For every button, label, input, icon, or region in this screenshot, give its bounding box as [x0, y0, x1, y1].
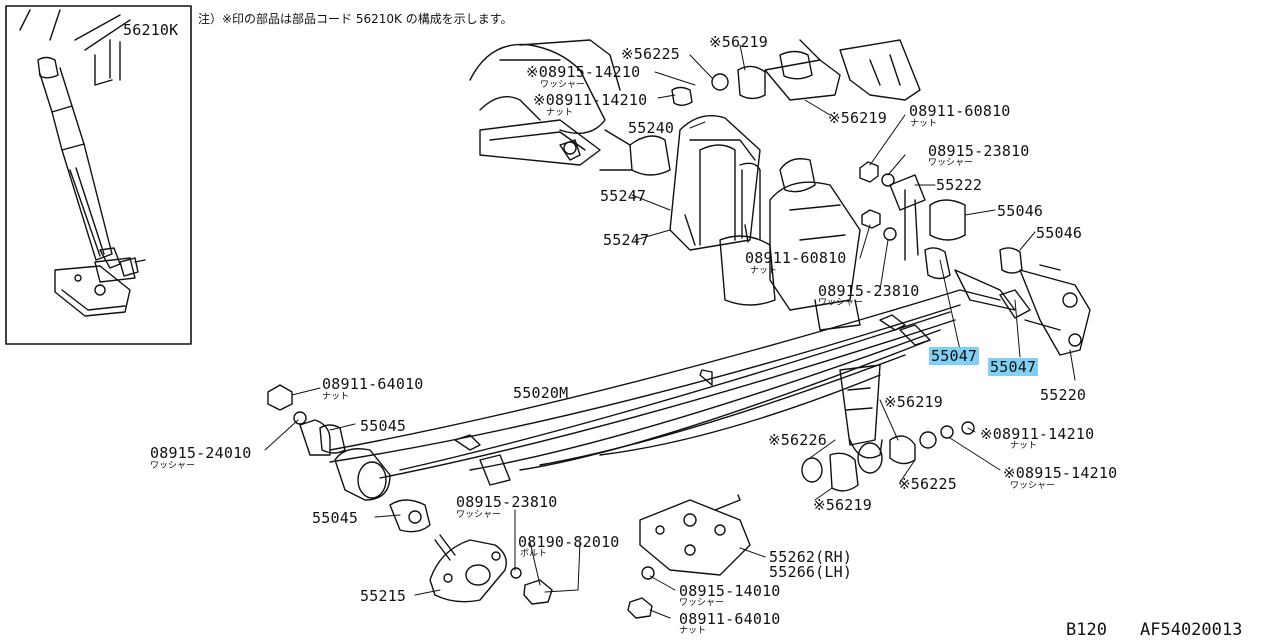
- part-label-55045-top[interactable]: 55045: [360, 417, 407, 435]
- part-label-08915-14210-top[interactable]: ※08915-14210: [526, 63, 641, 81]
- part-sub-08911-64010-left: ナット: [322, 392, 350, 402]
- part-label-55266[interactable]: 55266(LH): [769, 563, 853, 581]
- inset-part-number[interactable]: 56210K: [123, 21, 179, 39]
- part-sub-08915-23810-mid: ワッシャー: [818, 298, 864, 308]
- part-sub-08915-14010: ワッシャー: [679, 598, 725, 608]
- part-label-08915-14210-right[interactable]: ※08915-14210: [1003, 464, 1118, 482]
- part-sub-08915-24010: ワッシャー: [150, 461, 196, 471]
- part-sub-08915-14210-right: ワッシャー: [1010, 481, 1056, 491]
- part-sub-08915-14210-top: ワッシャー: [540, 80, 586, 90]
- part-label-56226[interactable]: ※56226: [768, 431, 827, 449]
- leader-lines: [265, 45, 1075, 618]
- part-label-08911-60810-mid[interactable]: 08911-60810: [745, 249, 847, 267]
- part-label-08911-14210-right[interactable]: ※08911-14210: [980, 425, 1095, 443]
- part-sub-08911-14210-right: ナット: [1010, 441, 1038, 451]
- part-sub-08915-23810-top: ワッシャー: [928, 158, 974, 168]
- part-label-55046-b[interactable]: 55046: [1036, 224, 1083, 242]
- part-label-55247-a[interactable]: 55247: [600, 187, 647, 205]
- part-label-55222[interactable]: 55222: [936, 176, 983, 194]
- part-label-55047-b[interactable]: 55047: [988, 358, 1039, 376]
- part-label-08915-24010[interactable]: 08915-24010: [150, 444, 252, 462]
- bottom-nuts-drawing: [268, 385, 654, 618]
- part-label-55047-a[interactable]: 55047: [929, 347, 980, 365]
- part-label-56219-mid[interactable]: ※56219: [828, 109, 887, 127]
- part-sub-08911-14210-top: ナット: [546, 108, 574, 118]
- part-sub-08915-23810-bottom: ワッシャー: [456, 510, 502, 520]
- lower-shock-mount-drawing: [802, 422, 974, 491]
- part-label-08915-23810-mid[interactable]: 08915-23810: [818, 282, 920, 300]
- part-label-55220[interactable]: 55220: [1040, 386, 1087, 404]
- upper-shock-mount-drawing: [672, 66, 765, 105]
- leaf-spring-drawing: [330, 290, 1000, 485]
- part-label-08915-23810-bottom[interactable]: 08915-23810: [456, 493, 558, 511]
- model-code: B120: [1066, 620, 1107, 640]
- part-label-08190-82010[interactable]: 08190-82010: [518, 533, 620, 551]
- part-label-56219-right[interactable]: ※56219: [884, 393, 943, 411]
- front-bushing-drawing: [300, 420, 430, 532]
- part-label-08911-60810-top[interactable]: 08911-60810: [909, 102, 1011, 120]
- part-label-56225-top[interactable]: ※56225: [621, 45, 680, 63]
- inset-shock-absorber-drawing: [20, 10, 145, 316]
- parts-note: 注）※印の部品は部品コード 56210K の構成を示します。: [198, 12, 513, 26]
- part-label-56225-right[interactable]: ※56225: [898, 475, 957, 493]
- part-sub-08911-64010-bottom: ナット: [679, 626, 707, 636]
- part-label-56219-bottom[interactable]: ※56219: [813, 496, 872, 514]
- part-label-55240[interactable]: 55240: [628, 119, 675, 137]
- part-label-08915-14010[interactable]: 08915-14010: [679, 582, 781, 600]
- diagram-code: AF54020013: [1140, 620, 1243, 640]
- part-label-55215[interactable]: 55215: [360, 587, 407, 605]
- part-label-55262[interactable]: 55262(RH): [769, 548, 853, 566]
- part-label-55047-b-text: 55047: [988, 358, 1039, 376]
- part-label-55047-a-text: 55047: [929, 347, 980, 365]
- nuts-washers-drawing: [860, 162, 896, 240]
- part-label-08911-64010-left[interactable]: 08911-64010: [322, 375, 424, 393]
- part-label-55045-bottom[interactable]: 55045: [312, 509, 359, 527]
- part-sub-08911-60810-top: ナット: [910, 119, 938, 129]
- inset-frame: [6, 6, 191, 344]
- part-sub-08190-82010: ボルト: [520, 549, 548, 559]
- frame-drawing: [470, 40, 920, 165]
- part-label-55247-b[interactable]: 55247: [603, 231, 650, 249]
- part-label-08911-64010-bottom[interactable]: 08911-64010: [679, 610, 781, 628]
- axle-housing-drawing: [720, 159, 882, 458]
- spring-plate-drawing: [640, 495, 750, 575]
- rear-shackle-drawing: [890, 175, 1090, 355]
- part-sub-08911-60810-mid: ナット: [750, 266, 778, 276]
- part-label-56219-top[interactable]: ※56219: [709, 33, 768, 51]
- part-label-55046-a[interactable]: 55046: [997, 202, 1044, 220]
- bracket-plate-drawing: [430, 535, 506, 602]
- u-bolt-drawing: [600, 116, 760, 250]
- part-label-55020M[interactable]: 55020M: [513, 384, 569, 402]
- part-label-08911-14210-top[interactable]: ※08911-14210: [533, 91, 648, 109]
- part-label-08915-23810-top[interactable]: 08915-23810: [928, 142, 1030, 160]
